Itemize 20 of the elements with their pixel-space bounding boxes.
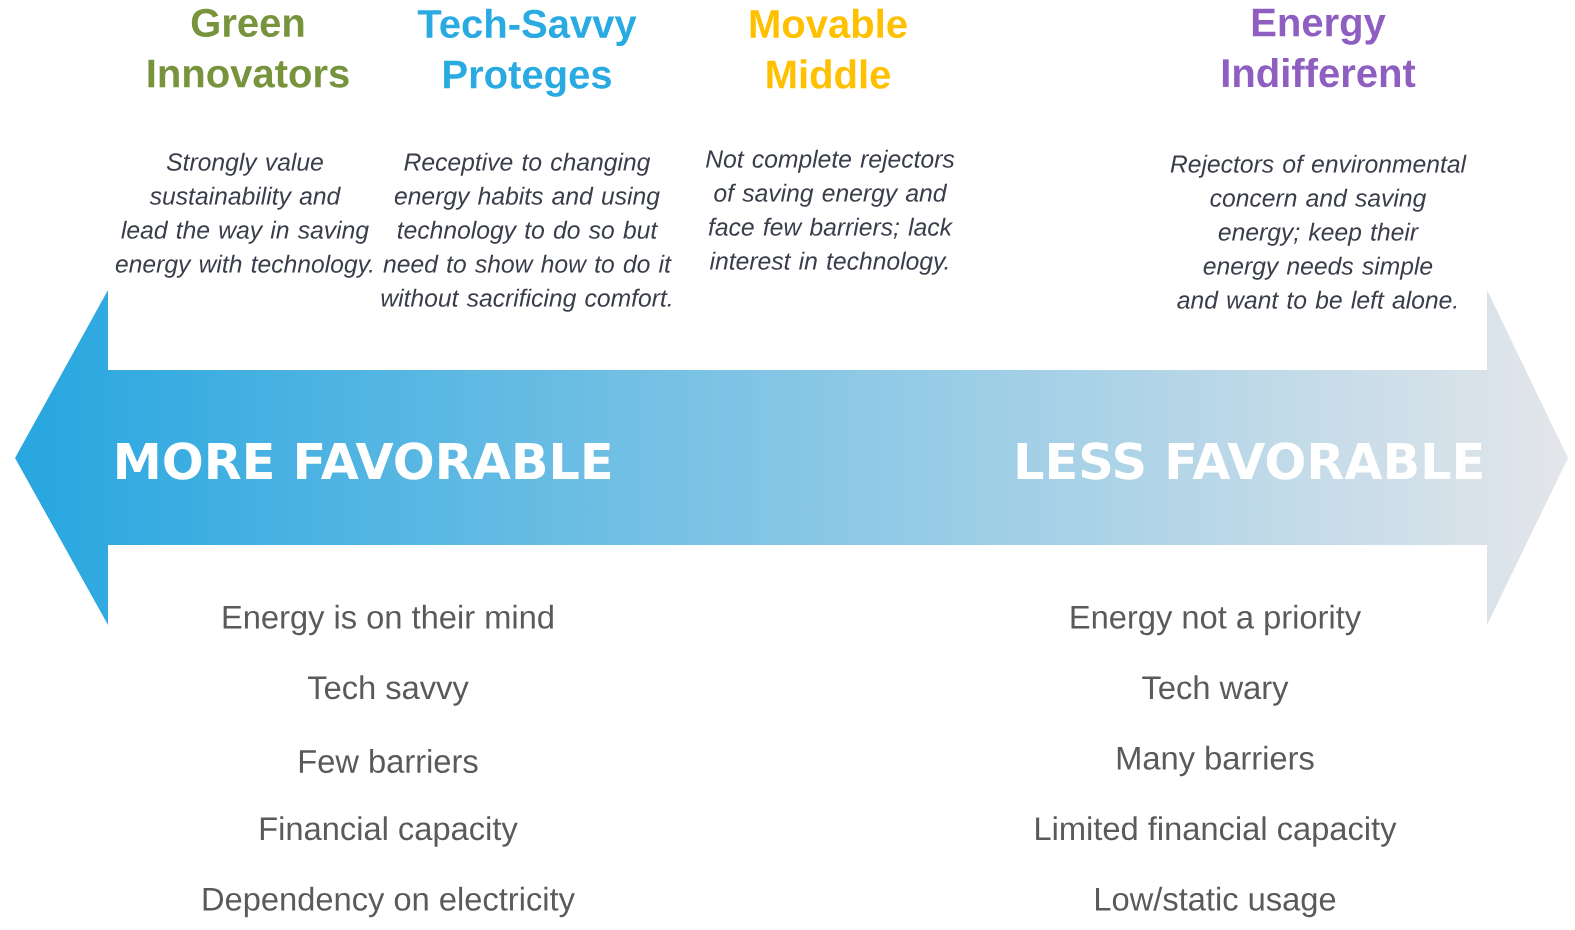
trait-text: Energy is on their mind (223, 604, 553, 636)
group-heading: Movable Middle (750, 8, 907, 89)
trait-text: Limited financial capacity (1036, 816, 1397, 847)
arrow-label: MORE FAVORABLE (117, 442, 610, 480)
arrow-label: LESS FAVORABLE (1017, 442, 1482, 480)
trait-text: Financial capacity (260, 816, 518, 847)
description: Rejectors of environmental concern and saving energy; keep their energy needs simple and want to be left alone. (1170, 154, 1467, 309)
description: Not complete rejectors of saving energy and face few barriers; lack interest in technology. (706, 149, 955, 275)
trait-text: Dependency on electricity (203, 886, 575, 918)
trait-text: Tech savvy (307, 675, 469, 706)
group-heading: Green Innovators (148, 8, 349, 88)
group-heading: Tech-Savvy Proteges (417, 8, 637, 97)
trait-text: Tech wary (1142, 675, 1289, 706)
description: Receptive to changing energy habits and using technology to do so but need to show how to do it without sacrificing comfort. (381, 152, 672, 312)
description: Strongly value sustainability and lead the way in saving energy with technology. (115, 152, 372, 278)
group-heading: Energy Indifferent (1222, 8, 1416, 88)
trait-text: Low/static usage (1096, 886, 1336, 918)
trait-text: Many barriers (1117, 745, 1314, 777)
trait-text: Few barriers (299, 749, 478, 773)
trait-text: Energy not a priority (1071, 604, 1362, 636)
